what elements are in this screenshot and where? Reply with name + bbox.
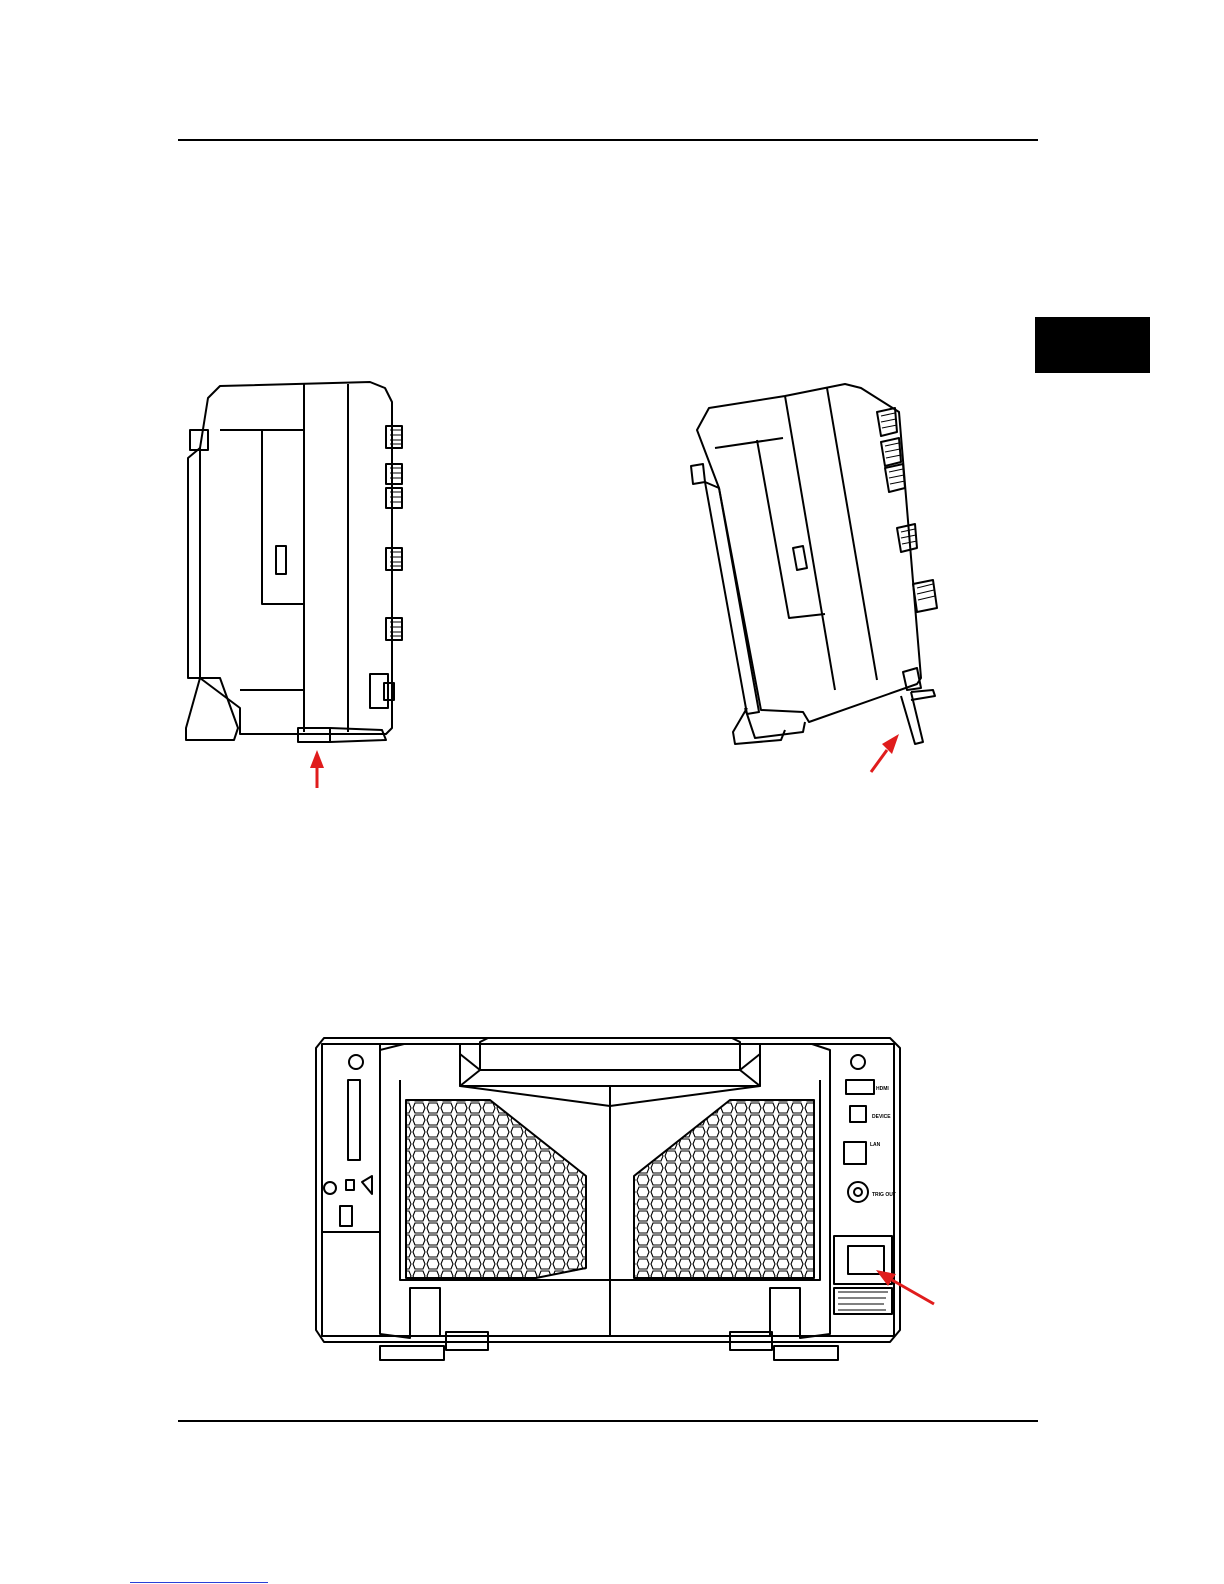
bnc-connector-icon	[848, 1182, 868, 1202]
arrow-icon	[871, 734, 899, 772]
chapter-tab	[1035, 317, 1150, 373]
side-view-right-figure	[685, 378, 955, 778]
header-rule	[178, 139, 1038, 141]
device-label: DEVICE	[872, 1114, 891, 1120]
lan-label: LAN	[870, 1142, 881, 1148]
usb-device-port-icon	[850, 1106, 866, 1122]
side-view-left-figure	[180, 378, 420, 788]
footer-link-underline[interactable]	[130, 1582, 268, 1583]
hdmi-port-icon	[846, 1080, 874, 1094]
hdmi-label: HDMI	[876, 1086, 889, 1092]
power-socket-icon	[848, 1246, 884, 1274]
trig-out-label: TRIG OUT	[872, 1192, 896, 1198]
arrow-icon	[310, 750, 324, 788]
lan-port-icon	[844, 1142, 866, 1164]
rear-panel-figure: HDMI DEVICE LAN TRIG OUT	[300, 1030, 950, 1370]
footer-rule	[178, 1420, 1038, 1422]
